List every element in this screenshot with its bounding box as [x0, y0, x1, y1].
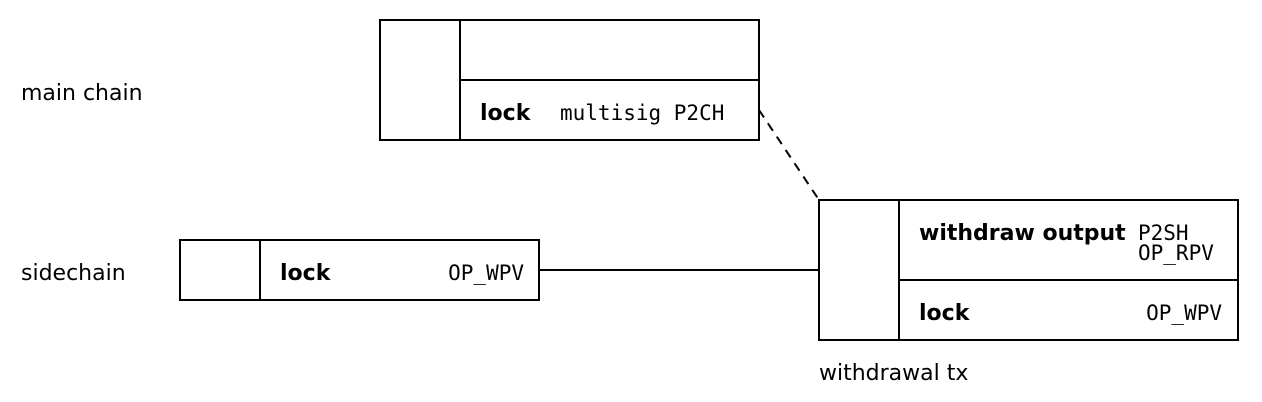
withdraw-output-label: withdraw output — [919, 221, 1126, 246]
dashed-connector — [758, 109, 820, 201]
sidechain-label: sidechain — [21, 261, 126, 286]
main-chain-lock-label: lock — [480, 101, 532, 126]
main-chain-label: main chain — [21, 81, 143, 106]
withdrawal-lock-label: lock — [919, 301, 971, 326]
withdrawal-lock-value: OP_WPV — [1146, 301, 1222, 325]
sidechain-lock-label: lock — [280, 261, 332, 286]
sidechain-lock-value: OP_WPV — [448, 261, 524, 285]
main-chain-tx: lock multisig P2CH — [379, 19, 760, 141]
withdraw-output-value-p2sh: P2SH — [1138, 221, 1189, 245]
sidechain-tx: lock OP_WPV — [179, 239, 540, 301]
withdrawal-tx: withdraw output P2SH OP_RPV lock OP_WPV — [818, 199, 1239, 341]
withdrawal-tx-label: withdrawal tx — [819, 361, 968, 386]
withdraw-output-value-op-rpv: OP_RPV — [1138, 241, 1214, 265]
main-chain-lock-value: multisig P2CH — [560, 101, 724, 125]
sidechain-tx-box — [179, 239, 540, 301]
withdrawal-tx-box — [818, 199, 1239, 341]
